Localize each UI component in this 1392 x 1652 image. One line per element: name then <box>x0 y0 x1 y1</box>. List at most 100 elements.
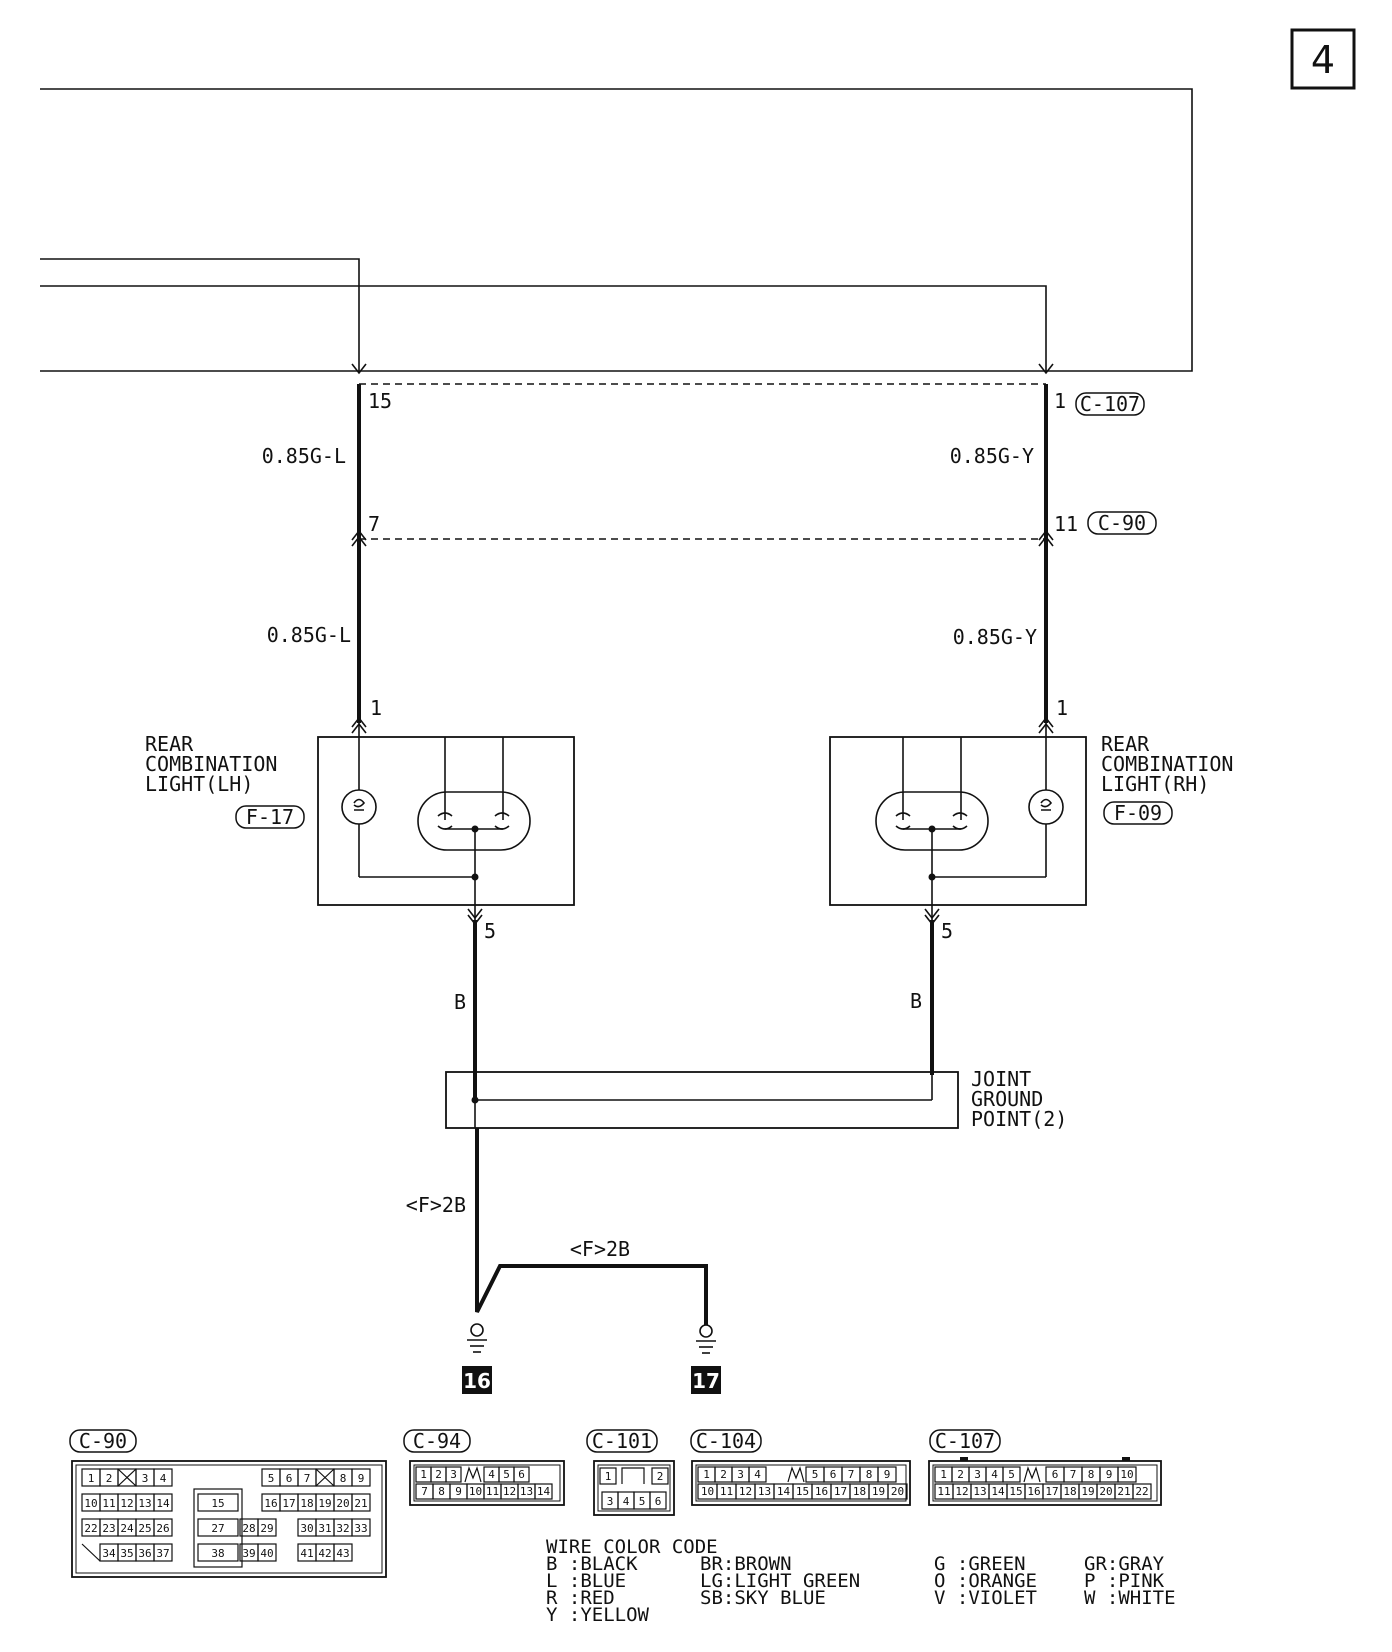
legend-entry: SB:SKY BLUE <box>700 1587 826 1609</box>
pin-number: 4 <box>991 1468 998 1481</box>
connector-housing <box>409 1460 565 1506</box>
connector-pin: 6 <box>649 1491 667 1510</box>
pin-number: 2 <box>957 1468 964 1481</box>
connector-pin: 3 <box>601 1491 619 1510</box>
connector-pin: 13 <box>135 1493 155 1512</box>
connector-housing-inner <box>75 1464 383 1574</box>
pin-number: 18 <box>300 1497 313 1510</box>
pin-number: 5 <box>639 1495 646 1508</box>
connector-pin: 5 <box>805 1466 825 1483</box>
connector-pin: 24 <box>117 1518 137 1537</box>
connector-pin: 21 <box>1114 1483 1134 1500</box>
pin-number: 6 <box>1052 1468 1059 1481</box>
connector-pin: 7 <box>415 1483 434 1500</box>
pin-number: 18 <box>853 1485 866 1498</box>
legend-entry: W :WHITE <box>1084 1587 1176 1609</box>
legend-entry: Y :YELLOW <box>546 1604 650 1626</box>
pin-number: 10 <box>1120 1468 1133 1481</box>
joint-label-line1: JOINT <box>971 1067 1031 1091</box>
legend-entry: LG:LIGHT GREEN <box>700 1570 860 1592</box>
wire-label-to-ground17: <F>2B <box>570 1237 630 1261</box>
connector-pin: 12 <box>735 1483 756 1500</box>
pin-number: 10 <box>469 1485 482 1498</box>
rear-combination-light-lh: REAR COMBINATION LIGHT(LH) F-17 1 5 <box>145 696 575 943</box>
pin-number: 36 <box>138 1547 151 1560</box>
thick-wires <box>357 384 1048 1325</box>
pin-number: 2 <box>720 1468 727 1481</box>
page-number: 4 <box>1311 38 1335 82</box>
blank-cavity <box>315 1468 335 1487</box>
pin-number: 14 <box>537 1485 551 1498</box>
pin-number: 30 <box>300 1522 313 1535</box>
pin-number: 25 <box>138 1522 151 1535</box>
c107-terminal-arrows <box>351 363 1054 375</box>
connector-pin: 8 <box>1081 1466 1101 1483</box>
pin-number: 7 <box>421 1485 428 1498</box>
pin-number: 24 <box>120 1522 134 1535</box>
connector-pin: 11 <box>99 1493 119 1512</box>
connector-pin: 6 <box>513 1466 530 1483</box>
c104-face-label: C-104 <box>696 1429 756 1453</box>
connector-pin: 11 <box>483 1483 502 1500</box>
pin-number: 21 <box>354 1497 367 1510</box>
connector-pin: 18 <box>1060 1483 1080 1500</box>
connector-pin: 4 <box>748 1466 767 1483</box>
connector-housing <box>71 1460 387 1578</box>
connector-pin: 20 <box>333 1493 353 1512</box>
connector-pin: 5 <box>633 1491 651 1510</box>
connector-pin: 11 <box>934 1483 954 1500</box>
connector-pin: 4 <box>483 1466 500 1483</box>
pin-number: 2 <box>435 1468 442 1481</box>
connector-pin: 15 <box>197 1493 239 1512</box>
incoming-wires <box>40 88 1193 372</box>
connector-pin: 7 <box>1063 1466 1083 1483</box>
pin-number: 16 <box>815 1485 828 1498</box>
joint-label-line2: GROUND <box>971 1087 1043 1111</box>
connector-pin: 14 <box>773 1483 794 1500</box>
connector-pin: 43 <box>333 1543 353 1562</box>
pin-number: 9 <box>884 1468 891 1481</box>
connector-pin: 12 <box>952 1483 972 1500</box>
connector-pin: 8 <box>333 1468 353 1487</box>
pin-number: 4 <box>623 1495 630 1508</box>
connector-pin: 14 <box>988 1483 1008 1500</box>
connector-pin: 8 <box>432 1483 451 1500</box>
connector-pin: 32 <box>333 1518 353 1537</box>
pin-number: 19 <box>872 1485 885 1498</box>
pin-number: 11 <box>720 1485 733 1498</box>
wire-label-to-ground16: <F>2B <box>406 1193 466 1217</box>
key-mark <box>787 1466 805 1483</box>
connector-pin: 6 <box>1045 1466 1065 1483</box>
page-number-box: 4 <box>1290 28 1356 90</box>
pin-number: 13 <box>138 1497 151 1510</box>
connector-pin: 8 <box>859 1466 879 1483</box>
pin-number: 38 <box>211 1547 224 1560</box>
wire-label-ground-left: B <box>454 990 466 1014</box>
pin-number: 39 <box>242 1547 255 1560</box>
connector-pin: 12 <box>117 1493 137 1512</box>
connector-pin: 5 <box>498 1466 515 1483</box>
connector-pin: 9 <box>1099 1466 1119 1483</box>
connector-pin: 18 <box>297 1493 317 1512</box>
connector-pin: 1 <box>81 1468 101 1487</box>
lh-label-line3: LIGHT(LH) <box>145 772 253 796</box>
blank-cavity <box>117 1468 137 1487</box>
connector-face-labels <box>69 1429 1001 1453</box>
pin-number: 19 <box>1081 1485 1094 1498</box>
connector-pin: 1 <box>599 1467 617 1485</box>
connector-pin: 41 <box>297 1543 317 1562</box>
key-mark <box>81 1543 101 1562</box>
connector-housing-inner <box>932 1464 1158 1502</box>
connector-pin: 10 <box>81 1493 101 1512</box>
pin-number: 23 <box>102 1522 115 1535</box>
pin-number: 14 <box>991 1485 1005 1498</box>
connector-pin: 3 <box>135 1468 155 1487</box>
pin-number: 40 <box>260 1547 273 1560</box>
latch-tab <box>960 1457 968 1461</box>
wire-label-upper-right: 0.85G-Y <box>950 444 1034 468</box>
pin-number: 22 <box>84 1522 97 1535</box>
pin-number: 1 <box>420 1468 427 1481</box>
connector-pin: 1 <box>934 1466 953 1483</box>
connector-pin: 5 <box>261 1468 281 1487</box>
pin-number: 4 <box>754 1468 761 1481</box>
